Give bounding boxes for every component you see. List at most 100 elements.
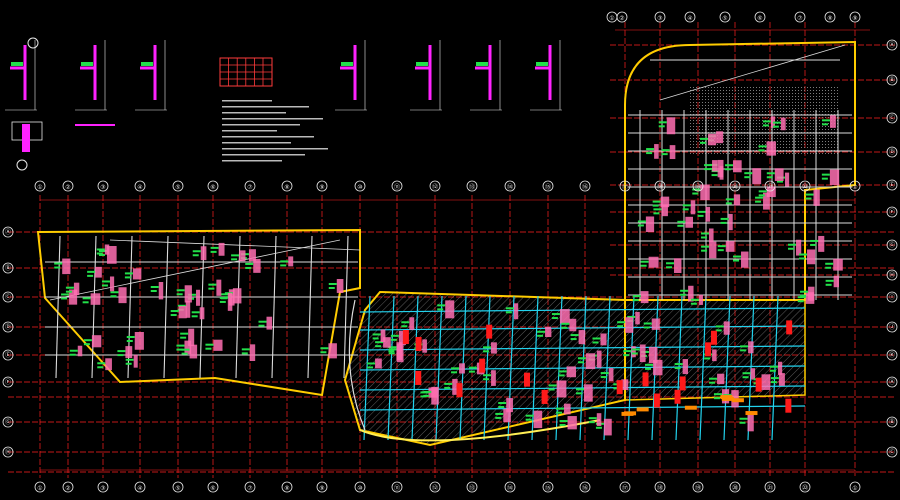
beam-label-block xyxy=(380,329,386,343)
beam-label-line xyxy=(61,293,70,296)
grid-bubble-icon xyxy=(207,180,219,192)
beam-label-line xyxy=(220,293,229,296)
grid-bubble-label: ③ xyxy=(657,15,662,22)
beam-label-line xyxy=(176,348,183,351)
grid-bubble-icon xyxy=(2,349,14,361)
grid-bubble-label: ① xyxy=(37,184,42,191)
beam-label-line xyxy=(150,290,157,293)
grid-bubble-icon xyxy=(2,262,14,274)
beam-label-line xyxy=(592,337,601,340)
beam-label-line xyxy=(126,339,133,342)
beam-label-line xyxy=(483,374,492,377)
beam-label-line xyxy=(742,376,749,379)
grid-bubble-icon xyxy=(504,481,516,493)
beam-label-line xyxy=(799,253,808,256)
grid-bubble-icon xyxy=(542,481,554,493)
beam-label-line xyxy=(177,304,186,307)
beam-label-line xyxy=(709,381,716,384)
beam-label-line xyxy=(740,345,749,348)
beam-label-line xyxy=(126,335,135,338)
grid-bubble-icon xyxy=(799,180,811,192)
beam-label-block xyxy=(778,373,785,386)
beam-label-line xyxy=(701,232,710,235)
beam-label-line xyxy=(117,354,124,357)
beam-label-block xyxy=(712,349,717,362)
grid-bubble-label: ⑯ xyxy=(582,183,588,191)
beam-label-line xyxy=(653,208,662,211)
grid-bubble-label: ⑳ xyxy=(732,183,738,191)
beam-label-line xyxy=(652,204,659,207)
beam-label-line xyxy=(666,262,675,265)
grid-bubble-icon xyxy=(754,11,766,23)
beam-label-line xyxy=(570,334,579,337)
beam-label-line xyxy=(97,366,104,369)
beam-label-line xyxy=(627,315,636,318)
beam-label-line xyxy=(640,264,647,267)
beam-label-line xyxy=(595,426,602,429)
beam-label-line xyxy=(219,296,228,299)
note-line xyxy=(222,124,300,126)
section-details-strip xyxy=(5,37,562,171)
annotation-mark xyxy=(745,411,758,416)
beam-label-line xyxy=(191,315,198,318)
beam-v-cyan xyxy=(363,295,371,441)
grid-bubble-icon xyxy=(281,180,293,192)
beam-label-block xyxy=(780,117,786,131)
grid-bubble-icon xyxy=(579,180,591,192)
beam-label-line xyxy=(643,322,652,325)
grid-bubble-label: ④ xyxy=(687,15,692,22)
beam-label-line xyxy=(558,370,567,373)
beam-h-cyan xyxy=(359,307,806,313)
beam-label-line xyxy=(176,344,185,347)
beam-label-block xyxy=(603,418,612,436)
beam-label-line xyxy=(646,152,653,155)
beam-label-line xyxy=(740,349,747,352)
grid-bubble-label: ⑥ xyxy=(210,184,215,191)
beam-label-block xyxy=(763,192,770,210)
beam-label-line xyxy=(176,293,183,296)
beam-label-line xyxy=(210,250,217,253)
grid-bubble-icon xyxy=(654,481,666,493)
column-mark xyxy=(415,336,422,351)
grid-bubble-icon xyxy=(654,180,666,192)
beam-label-line xyxy=(720,221,727,224)
grid-bubble-label: Ⓕ xyxy=(5,378,11,386)
grid-bubble-label: Ⓖ xyxy=(889,241,895,249)
section-rebar xyxy=(476,62,488,66)
beam-label-block xyxy=(766,186,776,198)
beam-label-block xyxy=(705,206,711,222)
beam-label-line xyxy=(692,192,699,195)
beam-label-block xyxy=(725,241,735,252)
beam-label-line xyxy=(588,417,597,420)
grid-bubble-label: ③ xyxy=(100,184,105,191)
grid-bubble-label: Ⓑ xyxy=(889,76,895,84)
beam-label-block xyxy=(648,346,658,364)
beam-label-line xyxy=(561,322,570,325)
beam-label-line xyxy=(65,290,72,293)
beam-label-line xyxy=(110,291,119,294)
beam-label-block xyxy=(631,346,636,358)
beam-label-block xyxy=(829,115,836,128)
beam-label-line xyxy=(637,220,646,223)
beam-label-block xyxy=(336,278,344,293)
beam-v-cyan xyxy=(435,295,443,441)
beam-label-block xyxy=(196,289,201,306)
beam-label-line xyxy=(96,248,105,251)
grid-bubble-label: ⑤ xyxy=(722,15,727,22)
beam-label-line xyxy=(388,352,395,355)
beam-label-line xyxy=(101,284,108,287)
beam-label-block xyxy=(239,250,246,262)
beam-label-line xyxy=(561,326,568,329)
grid-bubble-icon xyxy=(886,179,898,191)
grid-bubble-icon xyxy=(354,481,366,493)
grid-bubble-icon xyxy=(886,416,898,428)
grid-bubble-icon xyxy=(62,481,74,493)
beam-label-block xyxy=(133,354,138,368)
beam-label-line xyxy=(701,249,708,252)
beam-v-cyan xyxy=(723,295,731,441)
beam-label-line xyxy=(375,341,384,344)
beam-label-line xyxy=(646,148,655,151)
beam-label-line xyxy=(280,264,287,267)
beam-label-line xyxy=(776,180,783,183)
beam-label-block xyxy=(431,386,439,405)
